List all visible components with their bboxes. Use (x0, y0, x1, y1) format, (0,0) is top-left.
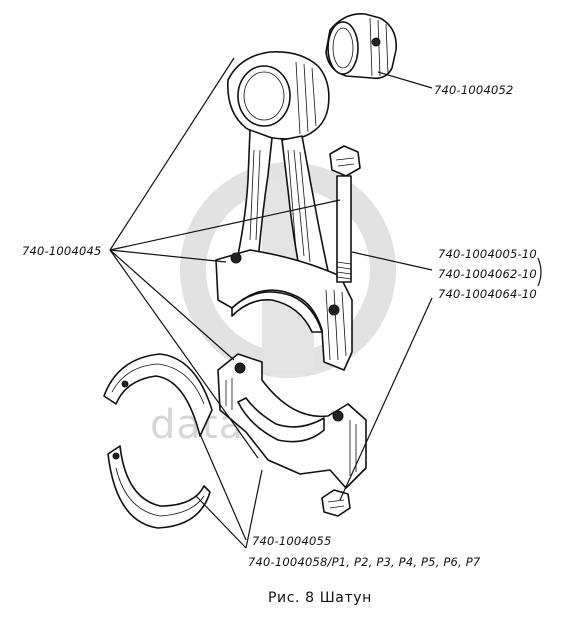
label-bearing-shells: 740-1004058/P1, P2, P3, P4, P5, P6, P7 (248, 555, 481, 569)
figure-caption: Рис. 8 Шатун (268, 590, 372, 606)
rod-bolt (329, 145, 361, 283)
rod-nut (321, 489, 351, 517)
label-bolt: 740-1004005-10 (438, 247, 537, 261)
rod-cap (217, 353, 367, 489)
piston-pin-bushing (325, 13, 397, 80)
label-rod-assembly: 740-1004045 (22, 244, 102, 258)
label-washer: 740-1004064-10 (438, 287, 537, 301)
connecting-rod-body (215, 50, 353, 371)
bearing-shells (103, 353, 213, 529)
label-bushing: 740-1004052 (434, 83, 514, 97)
label-nut: 740-1004062-10 (438, 267, 537, 281)
leader-lines (109, 57, 542, 549)
label-cap-part: 740-1004055 (252, 534, 332, 548)
